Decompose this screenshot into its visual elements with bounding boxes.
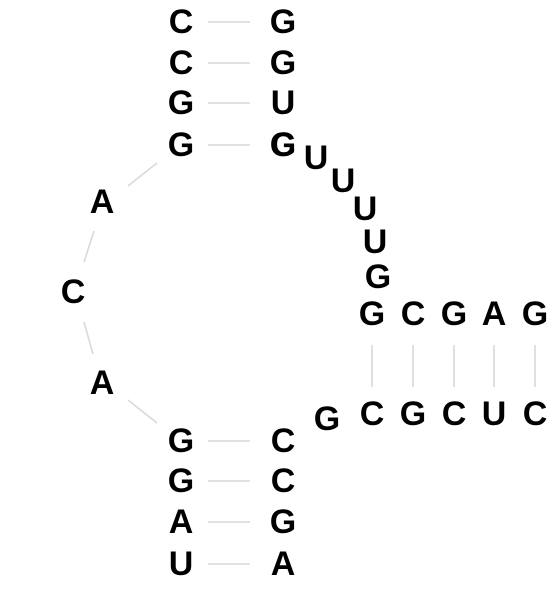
nucleotide-base: C	[523, 395, 548, 433]
nucleotide-base: G	[314, 400, 340, 438]
nucleotide-base: G	[359, 295, 385, 333]
nucleotide-base: G	[522, 295, 548, 333]
nucleotide-base: G	[168, 422, 194, 460]
nucleotide-base: U	[304, 139, 329, 177]
nucleotide-base: U	[271, 84, 296, 122]
base-pair-bonds	[208, 21, 536, 565]
nucleotide-base: C	[61, 273, 86, 311]
backbone-link	[127, 162, 158, 187]
nucleotide-base: C	[271, 422, 296, 460]
nucleotide-base: C	[360, 395, 385, 433]
nucleotide-base: G	[168, 126, 194, 164]
nucleotide-base: A	[169, 503, 194, 541]
nucleotide-base: C	[401, 295, 426, 333]
nucleotide-base: G	[168, 84, 194, 122]
nucleotide-base: G	[168, 462, 194, 500]
nucleotide-base: U	[331, 162, 356, 200]
nucleotide-base: G	[270, 44, 296, 82]
nucleotide-base: G	[365, 258, 391, 296]
nucleotide-base: U	[353, 190, 378, 228]
backbone-link	[83, 321, 94, 355]
nucleotide-base: A	[271, 545, 296, 583]
nucleotide-base: C	[442, 395, 467, 433]
nucleotide-base: G	[270, 3, 296, 41]
nucleotide-base: A	[90, 183, 115, 221]
nucleotide-base: A	[482, 295, 507, 333]
nucleotide-base: G	[441, 295, 467, 333]
nucleotide-base: C	[169, 44, 194, 82]
nucleotide-base: G	[400, 395, 426, 433]
nucleotide-base: G	[270, 503, 296, 541]
nucleotide-base: C	[271, 126, 296, 164]
nucleotide-base: U	[169, 545, 194, 583]
nucleotide-base: U	[482, 395, 507, 433]
backbone-link	[83, 230, 95, 263]
nucleotide-base: U	[363, 223, 388, 261]
nucleotide-base: C	[271, 462, 296, 500]
nucleotide-base: A	[90, 364, 115, 402]
nucleotide-base: C	[169, 3, 194, 41]
nucleotide-base: G	[270, 126, 296, 164]
backbone-link	[127, 399, 158, 424]
backbone-links	[83, 162, 158, 424]
